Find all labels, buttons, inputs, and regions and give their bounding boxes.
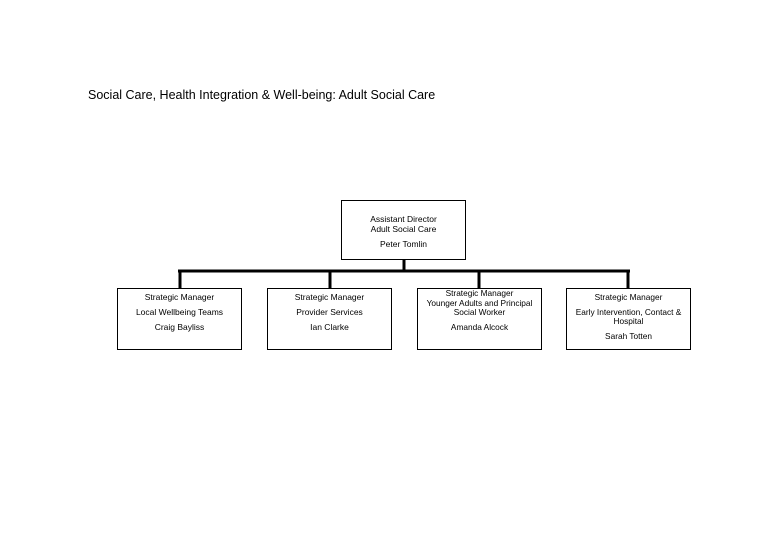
person-name: Craig Bayliss (154, 322, 205, 332)
unit-label: Local Wellbeing Teams (135, 307, 224, 317)
role-label: Strategic Manager (594, 292, 663, 302)
unit-label-line-1: Early Intervention, Contact & (575, 306, 682, 317)
page-title: Social Care, Health Integration & Well-b… (88, 88, 436, 102)
role-label: Strategic Manager (294, 292, 365, 302)
person-name: Peter Tomlin (379, 239, 428, 249)
org-box-provider-services: Strategic Manager Provider Services Ian … (267, 288, 392, 350)
org-box-local-wellbeing-teams: Strategic Manager Local Wellbeing Teams … (117, 288, 242, 350)
org-box-younger-adults: Strategic Manager Younger Adults and Pri… (417, 288, 542, 350)
unit-label-line-1: Younger Adults and Principal (426, 297, 533, 308)
person-name: Sarah Totten (605, 330, 652, 341)
role-label: Strategic Manager (445, 288, 514, 298)
role-label: Strategic Manager (144, 292, 215, 302)
unit-label-line-2: Social Worker (453, 307, 506, 317)
org-box-assistant-director: Assistant Director Adult Social Care Pet… (341, 200, 466, 260)
person-name: Amanda Alcock (450, 321, 509, 332)
org-box-early-intervention: Strategic Manager Early Intervention, Co… (566, 288, 691, 350)
unit-label: Adult Social Care (370, 224, 437, 234)
unit-label-line-2: Hospital (613, 316, 644, 326)
role-label: Assistant Director (370, 214, 437, 224)
person-name: Ian Clarke (310, 322, 349, 332)
unit-label: Provider Services (296, 307, 363, 317)
